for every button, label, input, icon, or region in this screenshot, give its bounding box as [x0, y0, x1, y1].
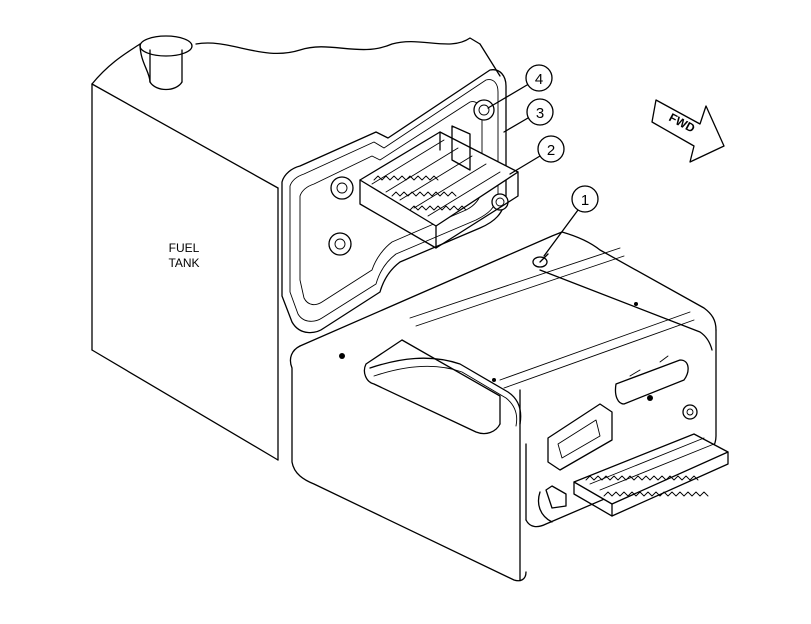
fuel-tank: FUEL TANK — [91, 35, 501, 461]
callout-1: 1 — [543, 185, 599, 257]
callout-3: 3 — [503, 98, 554, 133]
callout-1-label: 1 — [581, 192, 589, 209]
callout-3-label: 3 — [536, 105, 544, 122]
lower-step — [573, 433, 729, 517]
lid-handle — [547, 403, 613, 471]
fuel-tank-label-line1: FUEL — [169, 241, 200, 255]
upper-step — [359, 125, 519, 249]
bolt-box-right — [682, 404, 698, 420]
callout-2: 2 — [509, 135, 565, 175]
callout-2-label: 2 — [547, 142, 555, 159]
bolt-callout-1 — [532, 253, 549, 268]
callout-4: 4 — [487, 64, 553, 109]
callout-4-label: 4 — [535, 71, 543, 88]
bolt-lower-left — [328, 232, 352, 256]
battery-box — [289, 231, 717, 582]
fuel-cap — [139, 35, 193, 57]
bolt-upper-right — [473, 99, 495, 121]
step-bracket-panel — [281, 69, 509, 334]
fuel-tank-label-line2: TANK — [168, 256, 199, 270]
forward-direction-arrow: FWD — [651, 99, 725, 163]
bolt-upper-left — [330, 176, 354, 200]
